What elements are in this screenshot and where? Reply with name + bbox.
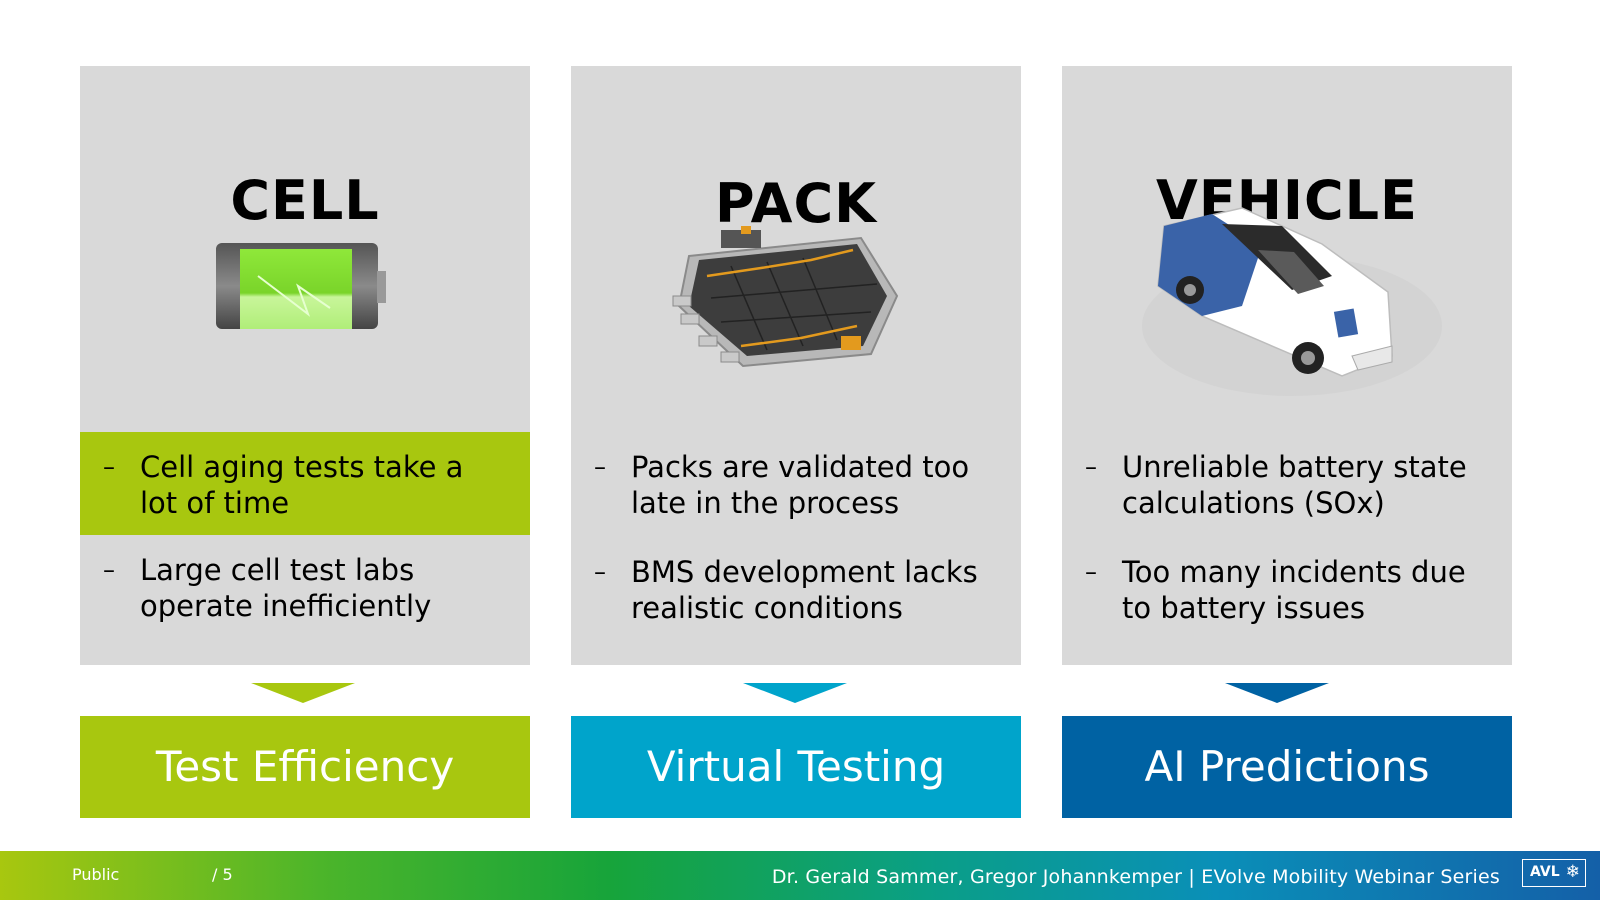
battery-image xyxy=(80,242,530,346)
bullet-point: – Packs are validated too late in the pr… xyxy=(571,432,1021,537)
result-test-efficiency: Test Efficiency xyxy=(80,716,530,818)
dash-icon: – xyxy=(594,558,606,586)
bullet-text: Cell aging tests take a lot of time xyxy=(140,450,464,520)
result-ai-predictions: AI Predictions xyxy=(1062,716,1512,818)
footer-credit: Dr. Gerald Sammer, Gregor Johannkemper |… xyxy=(771,866,1500,888)
logo-text: AVL xyxy=(1530,864,1560,880)
dash-icon: – xyxy=(103,556,115,584)
dash-icon: – xyxy=(1085,558,1097,586)
bullet-point: – BMS development lacks realistic condit… xyxy=(571,537,1021,642)
bullet-text: Large cell test labs operate inefficient… xyxy=(140,553,432,623)
cell-points: – Cell aging tests take a lot of time – … xyxy=(80,432,530,640)
car-icon xyxy=(1142,207,1442,396)
snowflake-icon: ❄ xyxy=(1565,862,1580,882)
battery-icon xyxy=(216,243,386,329)
dash-icon: – xyxy=(594,453,606,481)
bullet-text: BMS development lacks realistic conditio… xyxy=(631,555,978,625)
arrow-down-icon xyxy=(743,683,847,703)
column-title-cell: CELL xyxy=(230,169,380,232)
arrow-down-icon xyxy=(251,683,355,703)
arrow-down-icon xyxy=(1225,683,1329,703)
bullet-point: – Unreliable battery state calculations … xyxy=(1062,432,1512,537)
dash-icon: – xyxy=(103,453,115,481)
classification-label: Public xyxy=(72,865,120,884)
footer-bar: Public / 5 Dr. Gerald Sammer, Gregor Joh… xyxy=(0,851,1600,900)
bullet-text: Too many incidents due to battery issues xyxy=(1122,555,1466,625)
bullet-text: Unreliable battery state calculations (S… xyxy=(1122,450,1467,520)
bullet-point: – Large cell test labs operate inefficie… xyxy=(80,535,530,640)
column-cell: CELL – Cell aging tests take a lot of ti… xyxy=(80,66,530,665)
column-title-pack: PACK xyxy=(715,172,877,235)
vehicle-image xyxy=(1062,206,1512,410)
column-pack: PACK – Packs are validat xyxy=(571,66,1021,665)
battery-pack-icon xyxy=(672,226,899,368)
pack-points: – Packs are validated too late in the pr… xyxy=(571,432,1021,642)
vehicle-points: – Unreliable battery state calculations … xyxy=(1062,432,1512,642)
column-vehicle: VEHICLE – Unreliable battery state calcu… xyxy=(1062,66,1512,665)
dash-icon: – xyxy=(1085,453,1097,481)
page-number: / 5 xyxy=(212,865,233,884)
avl-logo-icon: AVL ❄ xyxy=(1522,859,1586,887)
battery-pack-image xyxy=(571,226,1021,380)
bullet-point: – Cell aging tests take a lot of time xyxy=(80,432,530,535)
bullet-text: Packs are validated too late in the proc… xyxy=(631,450,970,520)
bullet-point: – Too many incidents due to battery issu… xyxy=(1062,537,1512,642)
result-virtual-testing: Virtual Testing xyxy=(571,716,1021,818)
